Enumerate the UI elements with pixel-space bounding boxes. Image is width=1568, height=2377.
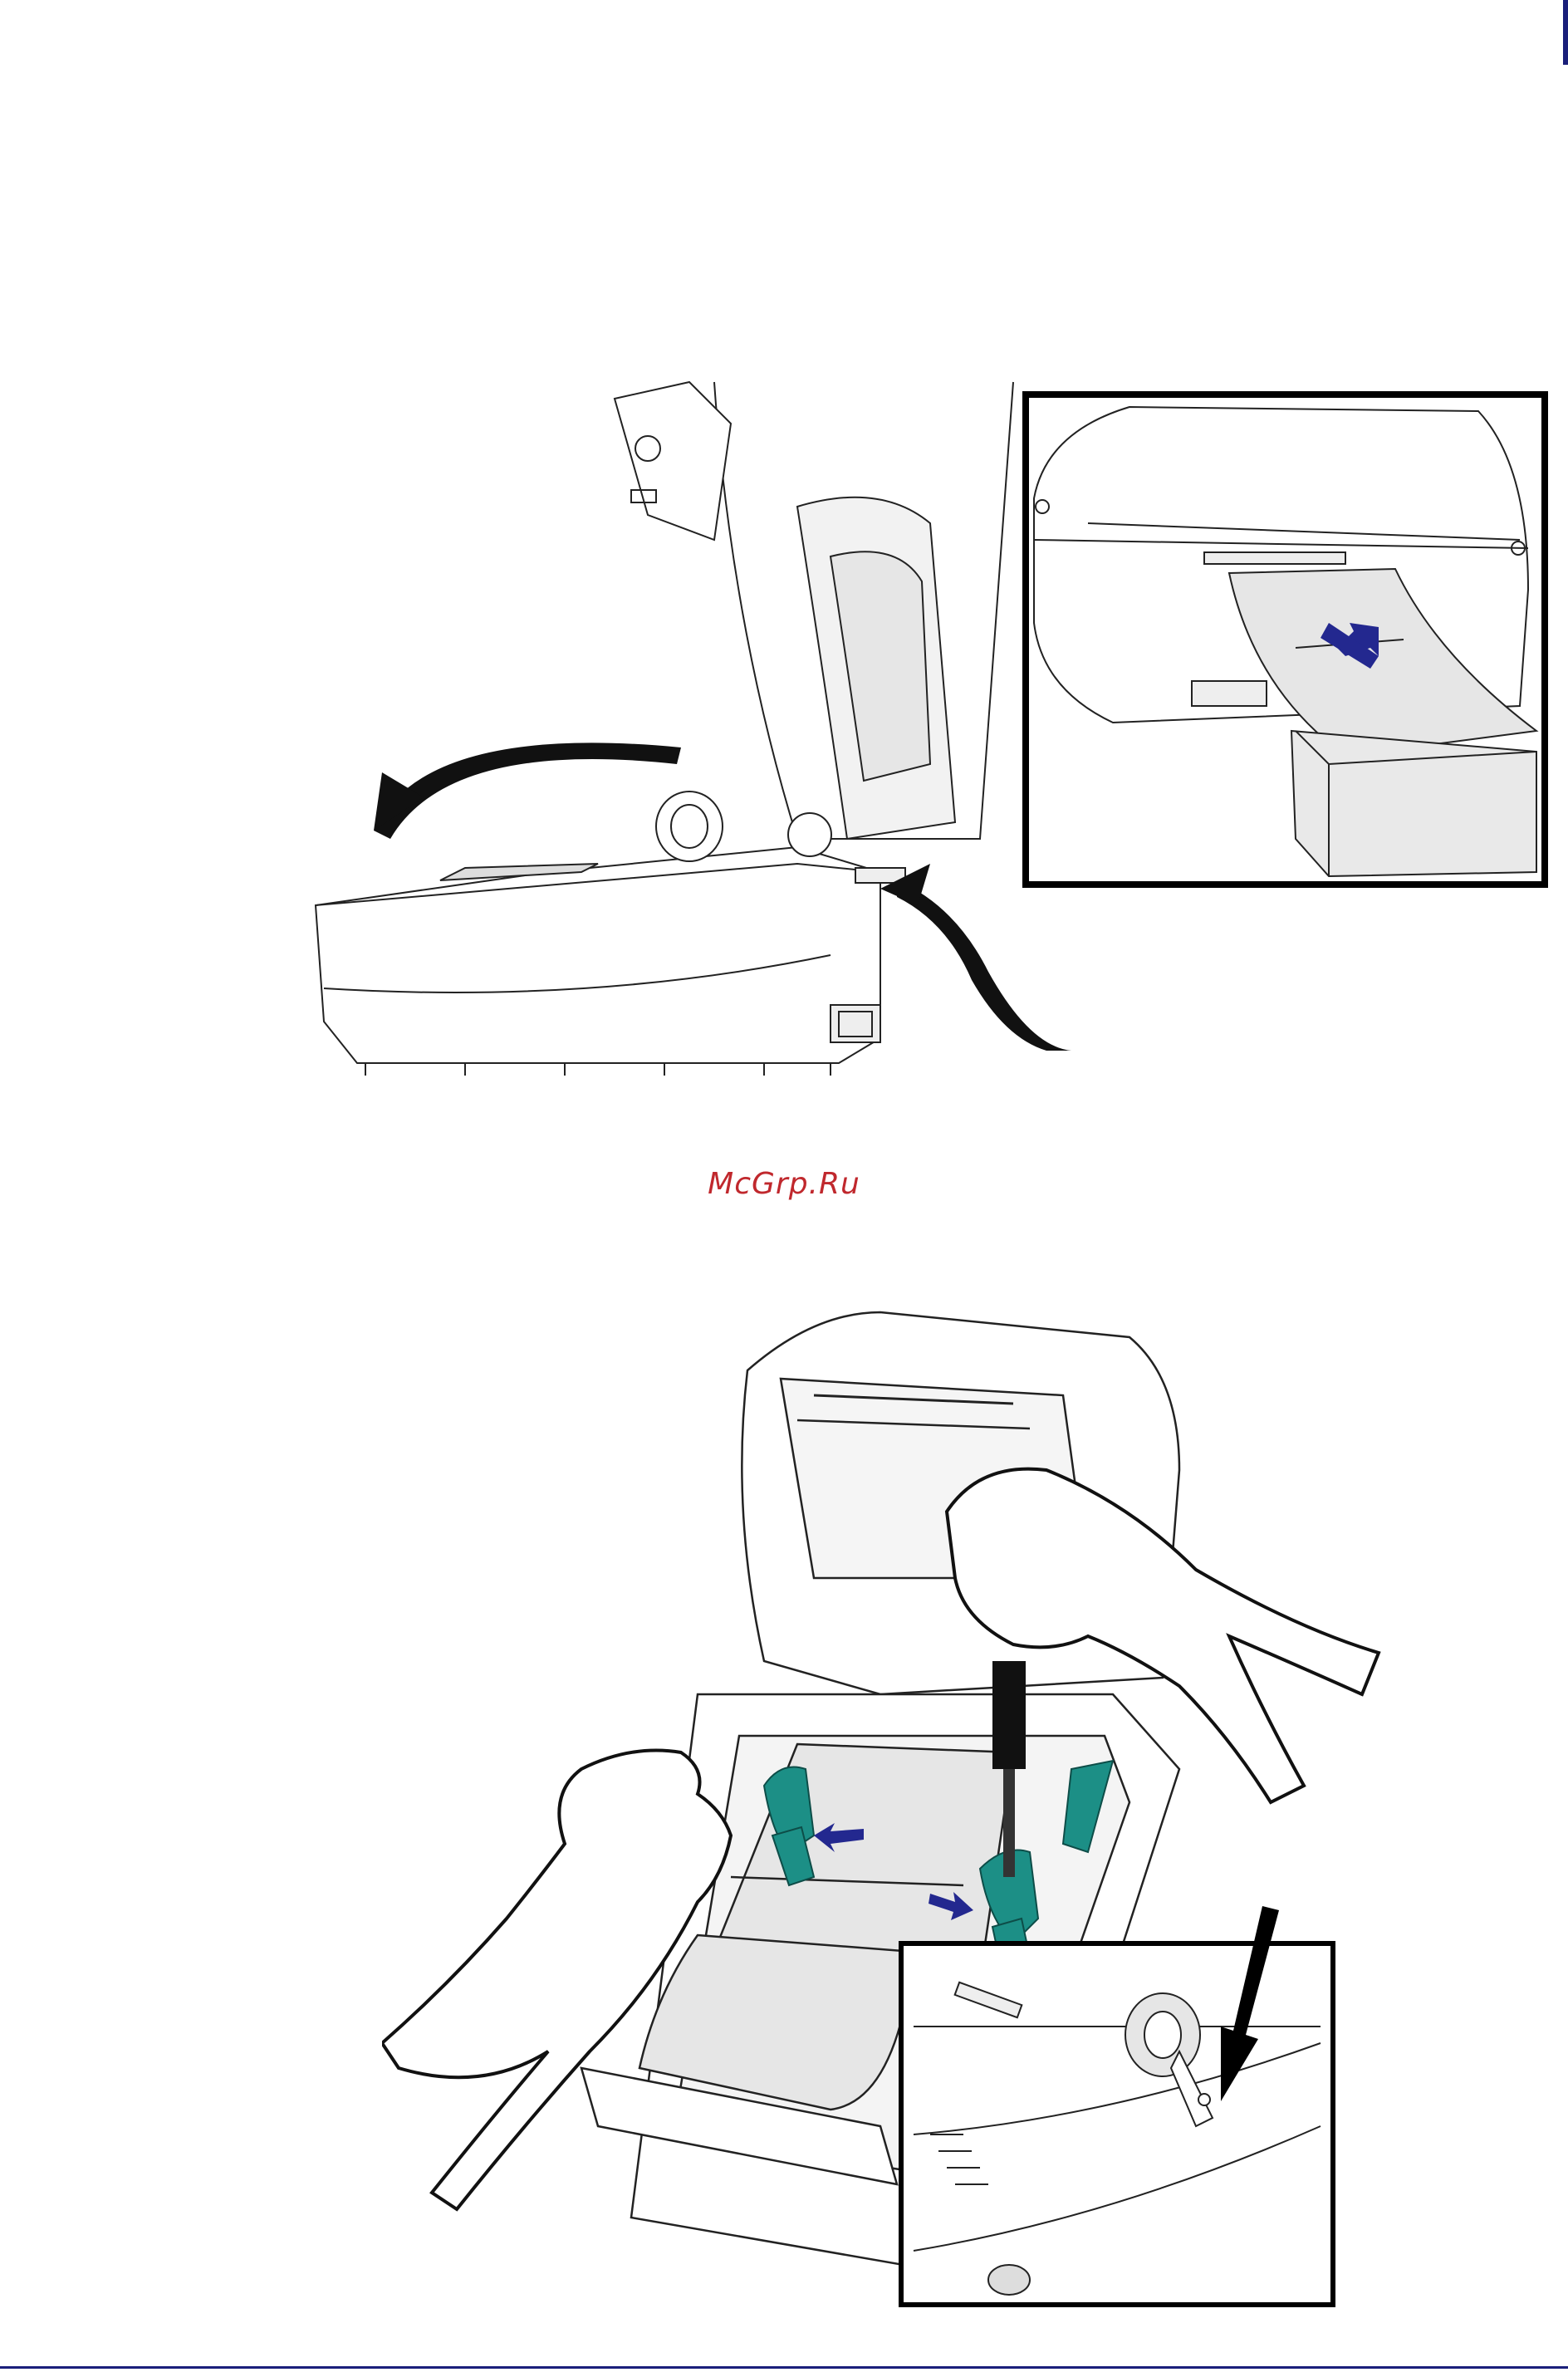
page-corner-marker	[1563, 0, 1568, 65]
page-bottom-rule	[0, 2366, 1568, 2369]
media-feed-rear-inset	[1026, 395, 1545, 885]
hands-adjusting-roll-guides-illustration	[382, 1304, 1428, 2359]
printer-open-side-view-illustration	[299, 374, 1561, 1088]
watermark-text: McGrp.Ru	[0, 1167, 1568, 1201]
guide-lock-screw-inset	[901, 1906, 1333, 2305]
